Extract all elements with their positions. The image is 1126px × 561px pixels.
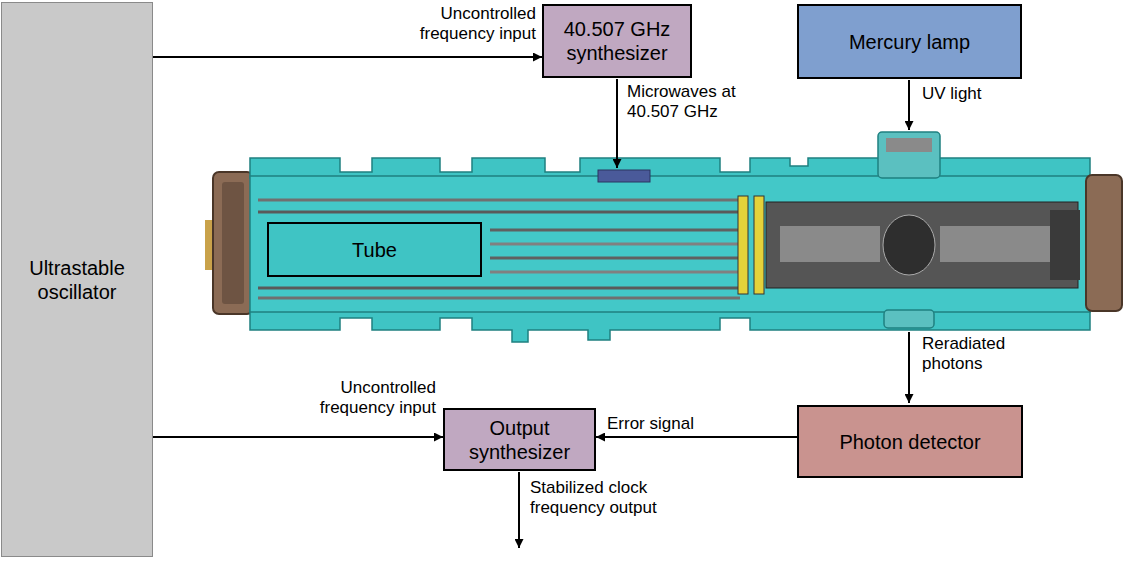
chamber: [766, 202, 1078, 288]
signal-label: Reradiated photons: [922, 334, 1042, 375]
disc: [754, 196, 764, 294]
microwave-arrow: [616, 79, 618, 168]
text-stack: Mercury lamp: [849, 30, 970, 54]
signal-arrow: [153, 56, 542, 58]
box-label: Mercury lamp: [849, 30, 970, 54]
edge-label: Uncontrolled frequency input: [300, 378, 436, 419]
box-label: Photon detector: [839, 430, 980, 454]
tube-body: [250, 176, 1090, 312]
text-stack: 40.507 GHz synthesizer: [550, 17, 684, 65]
chamber-inner: [940, 226, 1050, 262]
detector-box: Photon detector: [797, 405, 1023, 478]
box-label: Ultrastable oscillator: [8, 256, 146, 304]
lamp-box: Mercury lamp: [797, 4, 1022, 79]
bulb: [883, 215, 935, 275]
tube-label-box: Tube: [267, 222, 482, 277]
housing-top: [250, 158, 1090, 178]
rods: [258, 200, 740, 298]
text-stack: Tube: [352, 238, 397, 262]
synthesizer-box: Output synthesizer: [443, 408, 596, 471]
box-label: Output synthesizer: [451, 416, 588, 464]
oscillator-box: Ultrastable oscillator: [1, 2, 153, 557]
text-stack: Output synthesizer: [451, 416, 588, 464]
chamber-inner: [780, 226, 880, 262]
box-label: Tube: [352, 238, 397, 262]
end-cap: [1086, 175, 1122, 311]
synthesizer-box: 40.507 GHz synthesizer: [542, 4, 692, 78]
text-stack: Photon detector: [839, 430, 980, 454]
text-stack: Ultrastable oscillator: [8, 256, 146, 304]
signal-label: Stabilized clock frequency output: [530, 478, 680, 519]
end-cap-inner: [222, 182, 244, 304]
signal-label: Microwaves at 40.507 GHz: [627, 82, 757, 123]
signal-arrow: [153, 436, 443, 438]
microwave-window: [598, 170, 650, 182]
connector-block: [1050, 210, 1080, 280]
end-cap: [213, 172, 253, 314]
uv-port: [878, 132, 940, 178]
detector-port: [884, 310, 934, 328]
edge-label: Error signal: [607, 414, 787, 434]
signal-arrow: [596, 436, 797, 438]
output-arrow: [518, 472, 520, 548]
edge-label: Uncontrolled frequency input: [400, 4, 536, 45]
photon-arrow: [908, 332, 910, 403]
box-label: 40.507 GHz synthesizer: [550, 17, 684, 65]
uv-arrow: [908, 80, 910, 130]
signal-label: UV light: [922, 84, 1022, 104]
disc: [738, 196, 748, 294]
uv-port-window: [886, 138, 932, 152]
